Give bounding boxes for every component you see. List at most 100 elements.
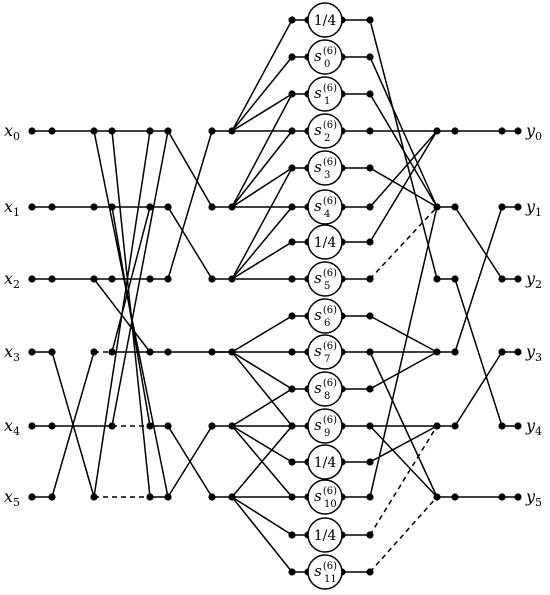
junction-node — [164, 203, 172, 211]
input-label: x4 — [4, 416, 20, 438]
junction-node — [164, 422, 172, 430]
junction-node — [164, 127, 172, 135]
junction-node — [451, 348, 459, 356]
output-label: y5 — [525, 487, 542, 509]
junction-node — [433, 203, 441, 211]
edge — [231, 425, 293, 498]
junction-node — [366, 493, 374, 501]
junction-node — [451, 422, 459, 430]
edge — [231, 167, 293, 208]
coef-circle — [307, 334, 343, 370]
coef-circle — [307, 554, 343, 590]
junction-node — [208, 275, 216, 283]
junction-node — [228, 493, 236, 501]
edge — [369, 130, 438, 208]
edge — [231, 351, 293, 390]
coef-s1: s(6)1 — [307, 76, 343, 112]
coef-s7: s(6)7 — [307, 334, 343, 370]
edge — [369, 425, 438, 463]
junction-node — [228, 127, 236, 135]
edge — [231, 93, 293, 208]
junction-node — [28, 203, 36, 211]
edge — [231, 19, 293, 132]
junction-node — [498, 348, 506, 356]
junction-node — [366, 458, 374, 466]
junction-node — [208, 127, 216, 135]
coef-s10: s(6)10 — [307, 479, 343, 515]
edge — [93, 278, 151, 353]
junction-node — [146, 348, 154, 356]
coef-sub: 1 — [324, 96, 330, 107]
junction-node — [366, 275, 374, 283]
coef-circle — [307, 298, 343, 334]
edge — [111, 130, 169, 427]
junction-node — [288, 458, 296, 466]
edge — [454, 206, 503, 280]
edge — [231, 496, 293, 536]
junction-node — [288, 238, 296, 246]
coef-s5: s(6)5 — [307, 261, 343, 297]
edge — [369, 93, 438, 208]
coef-circle — [307, 408, 343, 444]
coef-circle — [307, 150, 343, 186]
junction-node — [366, 422, 374, 430]
junction-node — [108, 127, 116, 135]
coef-base: s — [314, 342, 322, 360]
junction-node — [108, 203, 116, 211]
junction-node — [366, 164, 374, 172]
coef-sub: 4 — [324, 209, 330, 220]
coef-sup: (6) — [323, 157, 337, 168]
junction-node — [108, 275, 116, 283]
coef-circle — [307, 39, 343, 75]
edge — [231, 315, 293, 353]
edge — [369, 425, 438, 536]
junction-node — [146, 275, 154, 283]
junction-node — [208, 203, 216, 211]
junction-node — [498, 275, 506, 283]
coef-s11: s(6)11 — [307, 554, 343, 590]
junction-node — [433, 493, 441, 501]
coef-s9: s(6)9 — [307, 408, 343, 444]
junction-node — [146, 493, 154, 501]
junction-node — [48, 203, 56, 211]
edge — [231, 56, 293, 132]
coef-circle — [307, 113, 343, 149]
coef-quarter: 1/4 — [307, 517, 343, 553]
junction-node — [288, 16, 296, 24]
junction-node — [514, 493, 522, 501]
junction-node — [451, 127, 459, 135]
coef-base: s — [314, 306, 322, 324]
coef-label: 1/4 — [314, 528, 337, 544]
junction-node — [451, 493, 459, 501]
edge — [454, 351, 503, 427]
junction-node — [366, 312, 374, 320]
junction-node — [164, 493, 172, 501]
coef-base: s — [314, 197, 322, 215]
coef-sub: 0 — [324, 59, 330, 70]
coef-sup: (6) — [323, 46, 337, 57]
edge — [231, 351, 293, 427]
junction-node — [498, 493, 506, 501]
edge — [231, 93, 293, 132]
junction-node — [288, 531, 296, 539]
junction-node — [228, 348, 236, 356]
junction-node — [146, 422, 154, 430]
coef-sup: (6) — [323, 341, 337, 352]
junction-node — [228, 275, 236, 283]
coef-sub: 5 — [324, 281, 330, 292]
junction-node — [366, 127, 374, 135]
coef-label: 1/4 — [314, 13, 337, 29]
junction-node — [498, 203, 506, 211]
coef-sup: (6) — [323, 486, 337, 497]
edge — [369, 56, 438, 208]
junction-node — [288, 203, 296, 211]
edge — [454, 206, 503, 353]
coef-sup: (6) — [323, 196, 337, 207]
junction-node — [366, 568, 374, 576]
junction-node — [146, 127, 154, 135]
edge — [369, 206, 438, 498]
junction-node — [366, 531, 374, 539]
junction-node — [228, 203, 236, 211]
junction-node — [288, 422, 296, 430]
coef-s0: s(6)0 — [307, 39, 343, 75]
